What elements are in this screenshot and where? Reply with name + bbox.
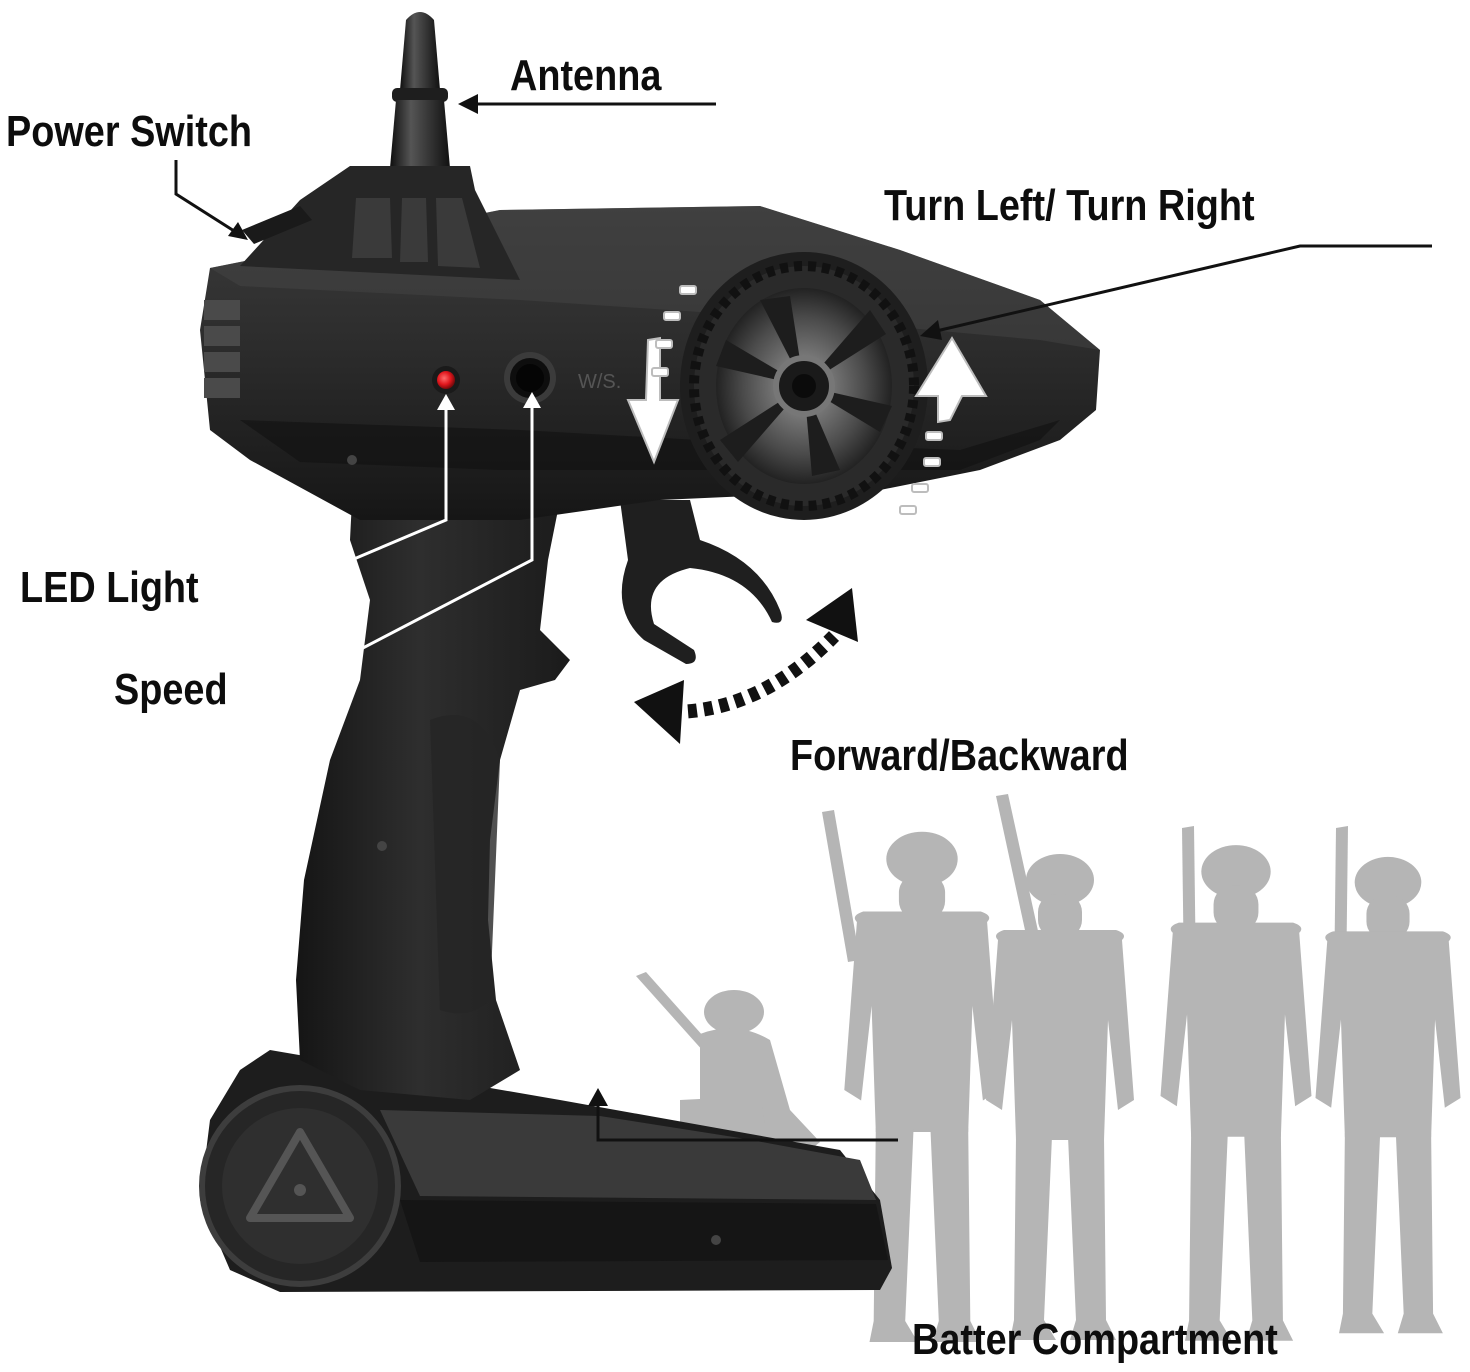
battery-cover-icon xyxy=(199,1050,892,1292)
label-power-switch: Power Switch xyxy=(6,107,253,156)
battery-leader xyxy=(596,1104,898,1142)
steering-wheel-icon xyxy=(680,252,928,520)
label-speed: Speed xyxy=(114,665,228,714)
label-forward-backward: Forward/Backward xyxy=(790,731,1129,780)
panel-marking: W/S. xyxy=(578,371,621,393)
turn-leader xyxy=(931,244,1432,334)
led-light-icon xyxy=(432,366,460,394)
white-arrowheads xyxy=(437,392,541,410)
leader-arrowheads xyxy=(228,94,942,1106)
turn-arrows-icon xyxy=(626,285,988,515)
label-led-light: LED Light xyxy=(20,563,199,612)
label-turn: Turn Left/ Turn Right xyxy=(884,181,1255,230)
power-switch-icon xyxy=(242,206,312,244)
led-speed-leaders xyxy=(275,400,534,690)
throttle-trigger-icon xyxy=(620,500,782,664)
leader-lines xyxy=(174,102,1432,1142)
speed-knob-icon xyxy=(504,352,556,404)
power-switch-leader xyxy=(174,160,243,238)
forward-backward-arrow-icon xyxy=(634,588,858,744)
antenna-icon xyxy=(390,12,450,168)
label-battery-compartment: Batter Compartment xyxy=(912,1315,1278,1364)
label-antenna: Antenna xyxy=(510,51,662,100)
